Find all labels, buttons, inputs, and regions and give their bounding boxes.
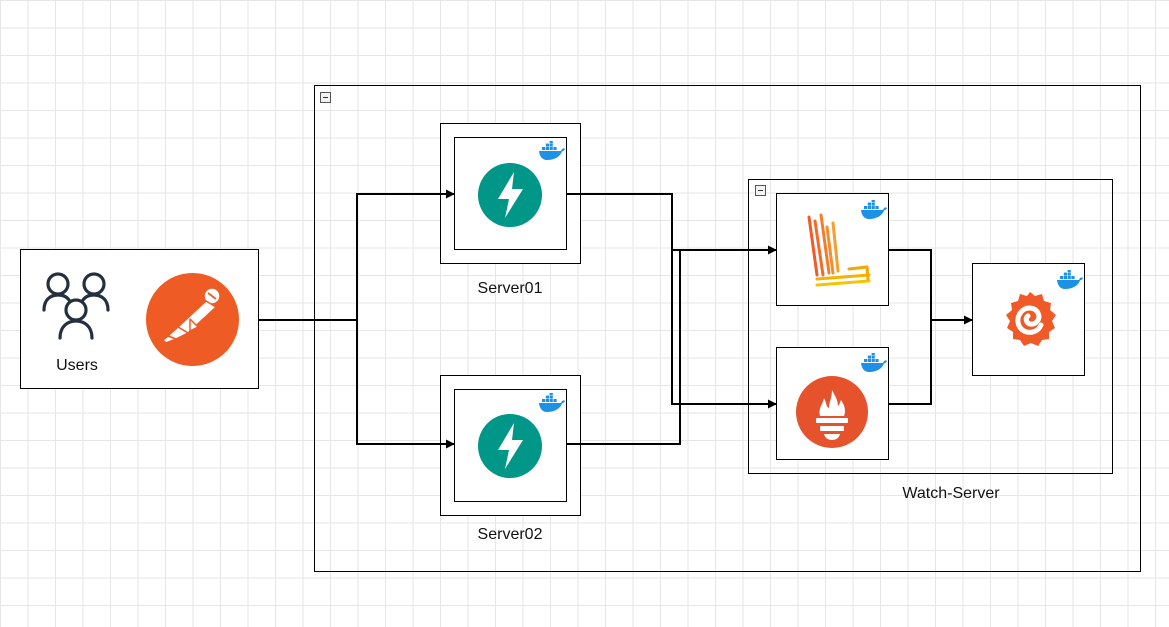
watch-server-label: Watch-Server bbox=[902, 485, 1000, 502]
edge-server01-to-prometheus bbox=[671, 250, 777, 409]
edge-loki-to-grafana bbox=[889, 249, 973, 325]
postman-icon bbox=[146, 273, 239, 366]
edge-server01-to-loki bbox=[567, 193, 777, 255]
edge-users-to-server02 bbox=[356, 320, 455, 449]
edge-prometheus-to-grafana bbox=[889, 320, 932, 405]
docker-icon bbox=[861, 353, 887, 372]
docker-icon bbox=[539, 141, 565, 160]
fastapi-icon bbox=[478, 163, 542, 227]
server02-label: Server02 bbox=[477, 526, 543, 543]
system-container[interactable] bbox=[314, 85, 1141, 572]
watch-server-container[interactable] bbox=[748, 179, 1113, 474]
users-label: Users bbox=[56, 357, 98, 374]
fastapi-icon bbox=[478, 414, 542, 478]
docker-icon bbox=[861, 200, 887, 219]
edge-server02-to-loki bbox=[567, 250, 681, 445]
edge-users-to-server01 bbox=[259, 189, 455, 321]
watch-server-collapse-icon[interactable] bbox=[755, 185, 766, 196]
users-icon bbox=[42, 272, 110, 340]
prometheus-icon bbox=[796, 376, 868, 448]
grafana-icon bbox=[1006, 292, 1056, 346]
system-collapse-icon[interactable] bbox=[320, 92, 331, 103]
loki-icon bbox=[807, 213, 871, 287]
server01-label: Server01 bbox=[477, 280, 543, 297]
docker-icon bbox=[539, 393, 565, 412]
docker-icon bbox=[1057, 270, 1083, 289]
